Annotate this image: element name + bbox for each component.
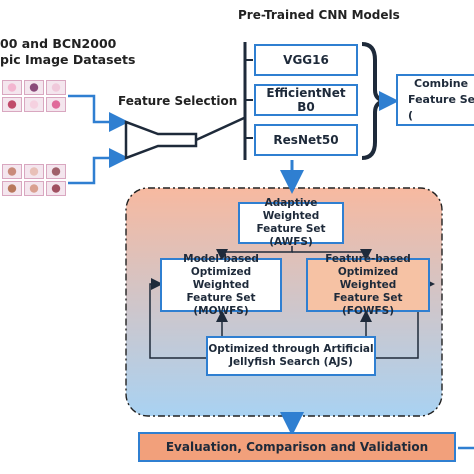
datasets-label-line2: pic Image Datasets [0, 52, 136, 67]
dataset-thumbnail [46, 181, 66, 196]
dataset-thumbnail [24, 181, 44, 196]
awfs-to-mowfs-arrow [216, 246, 293, 261]
model-label-efficientnet: EfficientNet B0 [266, 86, 346, 114]
fowfs-line3: Feature Set (FOWFS) [333, 291, 403, 317]
curly-brace-icon [361, 42, 385, 160]
ajs-box: Optimized through Artificial Jellyfish S… [206, 336, 376, 376]
dataset-thumbnail [2, 164, 22, 179]
dataset-thumbnail [2, 181, 22, 196]
mowfs-line1: Model-based [183, 252, 259, 265]
dataset-arrow-top [68, 94, 129, 132]
awfs-line1: Adaptive Weighted [262, 197, 320, 222]
combined-label-line1: Combine [414, 77, 469, 90]
feature-selection-label: Feature Selection [118, 94, 238, 108]
awfs-to-fowfs-arrow [292, 249, 372, 261]
fowfs-box: Feature-based Optimized Weighted Feature… [306, 253, 430, 317]
mowfs-line3: Feature Set (MOWFS) [186, 291, 256, 317]
dataset-thumbnail [46, 164, 66, 179]
fowfs-line1: Feature-based [325, 252, 411, 265]
model-box-vgg16: VGG16 [254, 44, 358, 76]
dataset-arrow-bottom [68, 148, 129, 185]
mowfs-line2: Optimized Weighted [190, 265, 252, 291]
fowfs-line2: Optimized Weighted [337, 265, 399, 291]
model-label-resnet50: ResNet50 [273, 133, 339, 147]
dataset-thumbnail [46, 97, 66, 112]
evaluation-box: Evaluation, Comparison and Validation [138, 432, 456, 462]
ajs-to-mowfs-loop [149, 278, 206, 359]
dataset-thumbnail [2, 97, 22, 112]
model-label-vgg16: VGG16 [283, 53, 329, 67]
dataset-thumbnail [24, 97, 44, 112]
awfs-box: Adaptive Weighted Feature Set (AWFS) [238, 197, 344, 248]
datasets-label-line1: 00 and BCN2000 [0, 36, 117, 51]
model-box-resnet50: ResNet50 [254, 124, 358, 156]
evaluation-label: Evaluation, Comparison and Validation [165, 440, 429, 454]
funnel-to-cnn-line [195, 116, 245, 142]
dataset-thumbnail [24, 164, 44, 179]
dataset-thumbnail [24, 80, 44, 95]
ajs-line2: Jellyfish Search (AJS) [229, 356, 353, 368]
dataset-thumbnail [46, 80, 66, 95]
mowfs-box: Model-based Optimized Weighted Feature S… [160, 253, 282, 317]
awfs-line2: Feature Set (AWFS) [256, 223, 326, 248]
combined-feature-set-box: Combine Feature Set ( [396, 74, 474, 126]
funnel-icon [124, 120, 198, 160]
combined-label-line2: Feature Set ( [408, 93, 474, 122]
cnn-models-header: Pre-Trained CNN Models [238, 8, 400, 22]
ajs-line1: Optimized through Artificial [208, 343, 374, 355]
dataset-thumbnail [2, 80, 22, 95]
model-box-efficientnet: EfficientNet B0 [254, 84, 358, 116]
